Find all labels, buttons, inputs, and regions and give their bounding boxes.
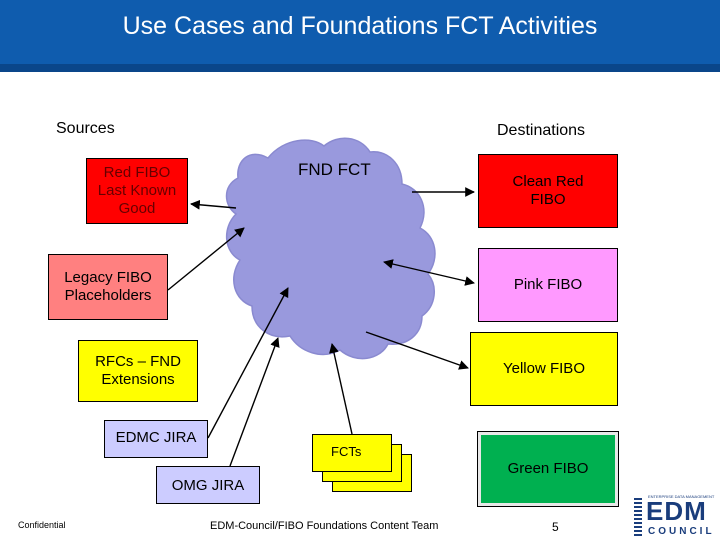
edmc-jira-box: EDMC JIRA [104,420,208,458]
page-title: Use Cases and Foundations FCT Activities [122,12,598,40]
footer-confidential: Confidential [18,520,66,530]
arrow-edmc-jira-to-cloud [207,287,289,439]
footer-page-number: 5 [552,520,559,534]
arrow-cloud-pink [383,259,475,286]
logo-sub: COUNCIL [648,526,715,537]
cloud-label: FND FCT [298,160,371,179]
pink-fibo-box: Pink FIBO [478,248,618,322]
fcts-box: FCTs [312,434,392,472]
arrow-cloud-to-yellow [365,331,469,370]
logo-stripes [634,498,642,538]
clean-red-fibo-box: Clean Red FIBO [478,154,618,228]
yellow-fibo-box: Yellow FIBO [470,332,618,406]
sources-label: Sources [56,120,115,137]
arrow-cloud-to-red-fibo [190,199,237,210]
arrow-legacy-to-cloud [167,227,245,291]
title-bar-shadow [0,64,720,72]
edm-council-logo: ENTERPRISE DATA MANAGEMENT EDM COUNCIL [634,492,720,540]
red-fibo-box: Red FIBO Last Known Good [86,158,188,224]
arrow-fcts-to-cloud [329,343,353,435]
omg-jira-box: OMG JIRA [156,466,260,504]
green-fibo-box: Green FIBO [477,431,619,507]
logo-name: EDM [646,496,707,526]
logo-tagline: ENTERPRISE DATA MANAGEMENT [648,494,715,499]
footer-team: EDM-Council/FIBO Foundations Content Tea… [210,520,439,532]
title-bar [0,0,720,72]
arrow-omg-jira-to-cloud [229,337,280,467]
legacy-fibo-box: Legacy FIBO Placeholders [48,254,168,320]
rfcs-box: RFCs – FND Extensions [78,340,198,402]
destinations-label: Destinations [497,122,586,139]
